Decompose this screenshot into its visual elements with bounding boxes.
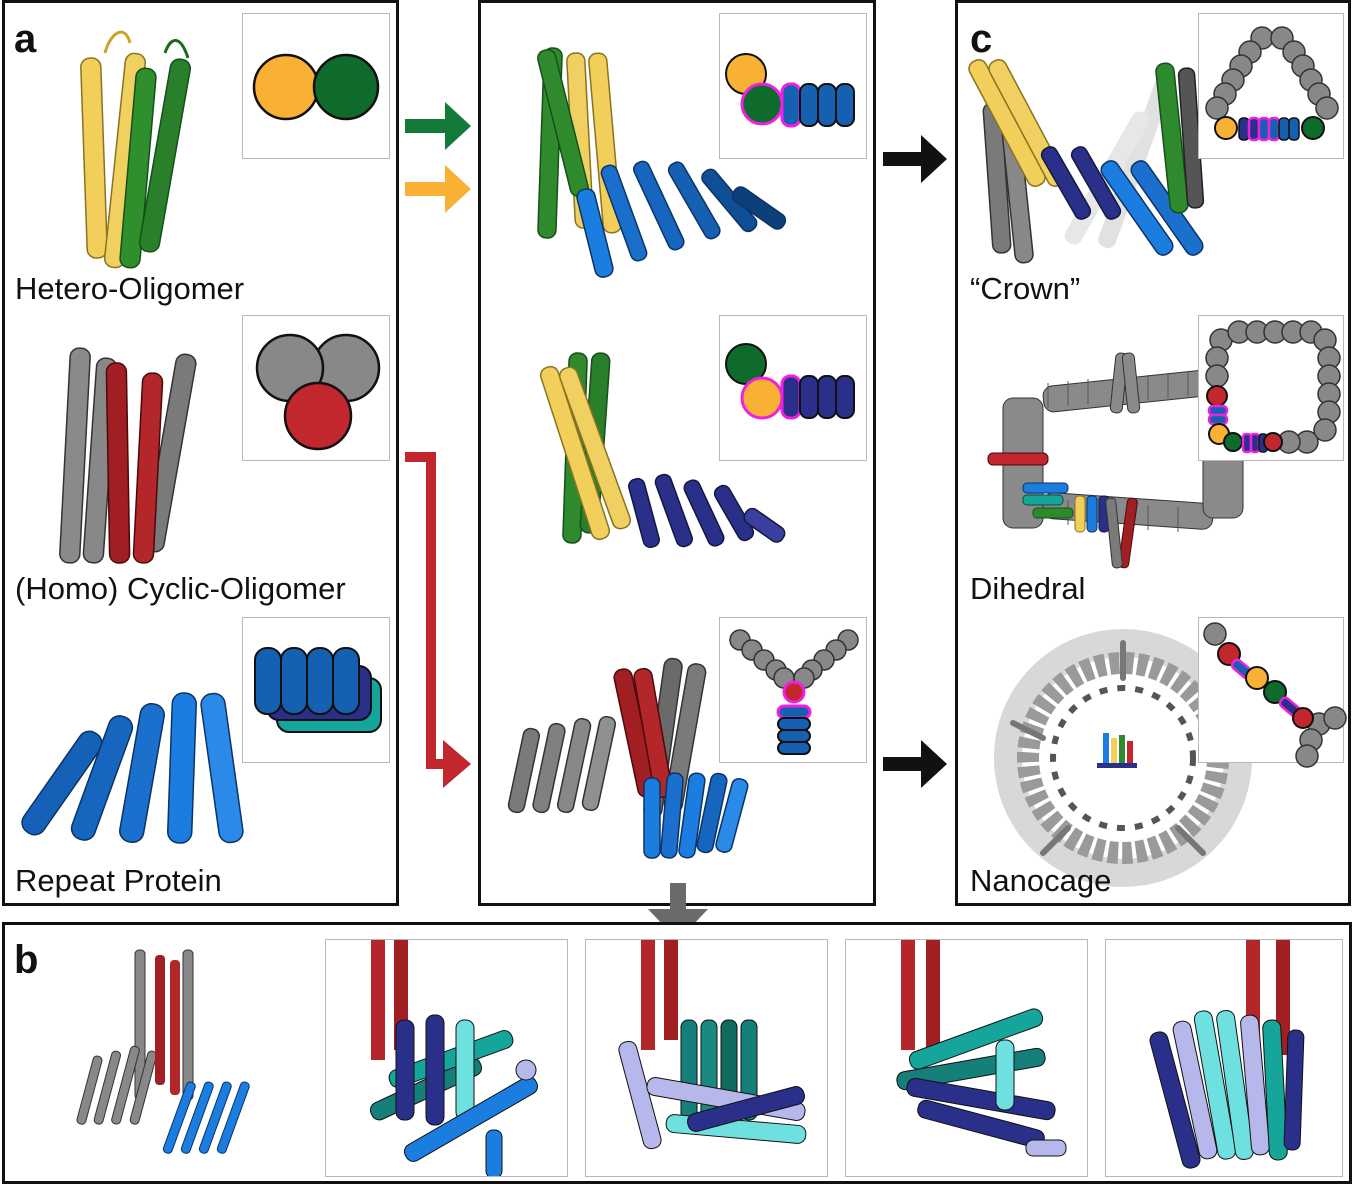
red-bracket-arrow [405,452,471,788]
nanocage-label: Nanocage [970,863,1112,898]
panel-c-letter: c [970,17,993,61]
fusion-hetero-blue-structure [537,47,787,278]
crown-label: “Crown” [970,271,1081,306]
cyclic-oligomer-label: (Homo) Cyclic-Oligomer [15,571,346,606]
design-inset-1 [325,939,568,1177]
repeat-protein-label: Repeat Protein [15,863,222,898]
dihedral-label: Dihedral [970,571,1086,606]
nanocage-schematic [1198,617,1347,768]
orange-arrow [405,165,471,213]
crown-schematic [1198,13,1344,159]
panel-b-designs: b [2,922,1352,1184]
fusion-hetero-navy-schematic [719,315,867,461]
panel-a-letter: a [14,17,37,61]
design-inset-3 [845,939,1088,1177]
crown-structure [968,59,1205,264]
black-arrow-bottom [883,740,947,788]
panel-a-building-blocks: a Hetero-Oligomer (Homo) Cyclic-Oligomer [2,0,399,906]
design-inset-2 [585,939,828,1177]
repeat-protein-structure [21,692,244,844]
panel-fusions [478,0,876,906]
hetero-oligomer-schematic [242,13,390,159]
panel-c-assemblies: c [955,0,1351,906]
cyclic-oligomer-schematic [242,315,390,461]
fusion-hetero-navy-structure [539,352,786,549]
hetero-oligomer-structure [80,30,192,269]
dihedral-schematic [1198,315,1344,461]
design-reference-structure [76,949,250,1154]
repeat-protein-schematic [242,617,390,763]
black-arrow-top [883,135,947,183]
panel-b-letter: b [14,938,39,982]
fusion-cyclic-blue-schematic [719,617,867,763]
design-inset-4 [1105,939,1343,1177]
fusion-hetero-blue-schematic [719,13,867,159]
hetero-oligomer-label: Hetero-Oligomer [15,271,245,306]
green-arrow [405,102,471,150]
cyclic-oligomer-structure [59,347,197,564]
fusion-cyclic-blue-structure [507,657,749,859]
